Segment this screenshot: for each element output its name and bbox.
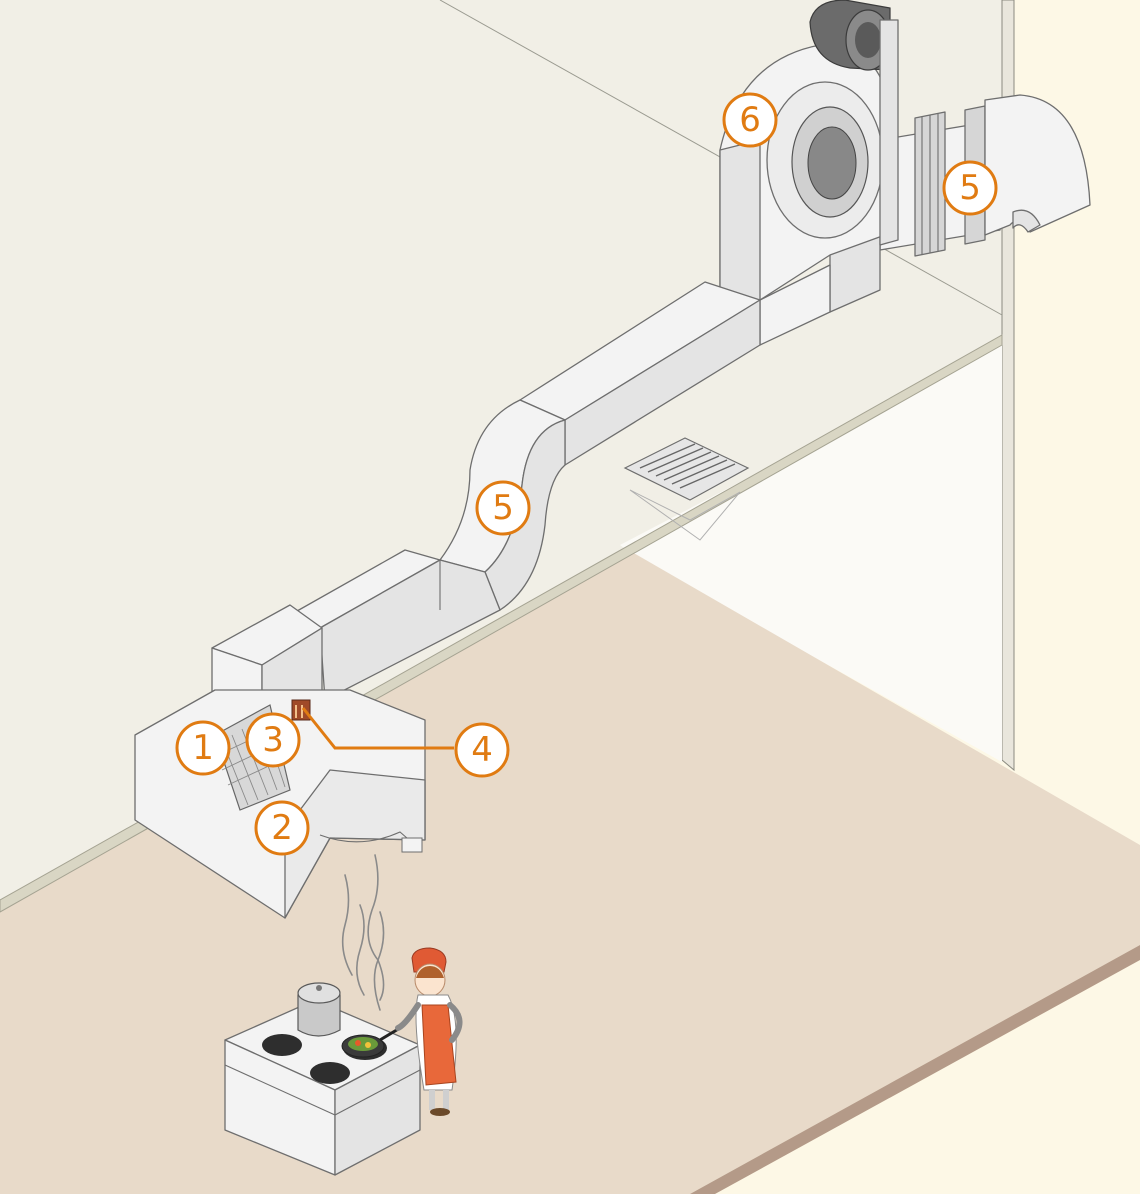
callout-2: 2 — [254, 800, 310, 856]
callout-5-flex: 5 — [942, 160, 998, 216]
fan-motor — [809, 0, 891, 71]
ceiling-grille — [623, 437, 750, 541]
callout-3-label: 3 — [262, 720, 284, 760]
callout-6: 6 — [722, 92, 778, 148]
fan-housing-side — [719, 139, 761, 301]
burner-back-left — [262, 1034, 302, 1056]
fire-damper — [291, 699, 311, 721]
callout-5a-label: 5 — [492, 488, 514, 528]
callout-5a-ring — [475, 480, 531, 536]
frying-pan — [341, 1026, 401, 1058]
callout-4: 4 — [454, 722, 510, 778]
callout-5b-ring — [942, 160, 998, 216]
stock-pot — [297, 982, 341, 1037]
callout-2-ring — [254, 800, 310, 856]
fan-hub — [807, 126, 857, 200]
callout-1: 1 — [175, 720, 231, 776]
outdoor-hood — [984, 94, 1091, 236]
callout-4-ring — [454, 722, 510, 778]
duct-lower-side — [319, 559, 501, 701]
belt-guard — [879, 19, 899, 246]
floor-edge — [690, 945, 1140, 1194]
range-side — [334, 1044, 421, 1176]
hood-cable — [319, 831, 416, 846]
hood-opening — [1012, 209, 1041, 233]
callout-1-label: 1 — [192, 728, 214, 768]
cooking-range — [224, 982, 421, 1176]
chef-figure — [395, 947, 463, 1116]
callout-4-label: 4 — [471, 730, 493, 770]
callout-4-leader — [301, 707, 454, 750]
callout-5b-label: 5 — [959, 168, 981, 208]
burner-front-left — [310, 1062, 350, 1084]
room-back-wall — [620, 345, 1002, 762]
callout-3-ring — [245, 712, 301, 768]
callout-5-duct: 5 — [475, 480, 531, 536]
main-duct — [289, 281, 761, 701]
callout-2-label: 2 — [271, 808, 293, 848]
callout-6-ring — [722, 92, 778, 148]
hood-sensor-box — [401, 837, 423, 853]
callout-6-label: 6 — [739, 100, 761, 140]
callout-1-ring — [175, 720, 231, 776]
cooking-steam — [341, 854, 385, 1011]
callout-3: 3 — [245, 712, 301, 768]
